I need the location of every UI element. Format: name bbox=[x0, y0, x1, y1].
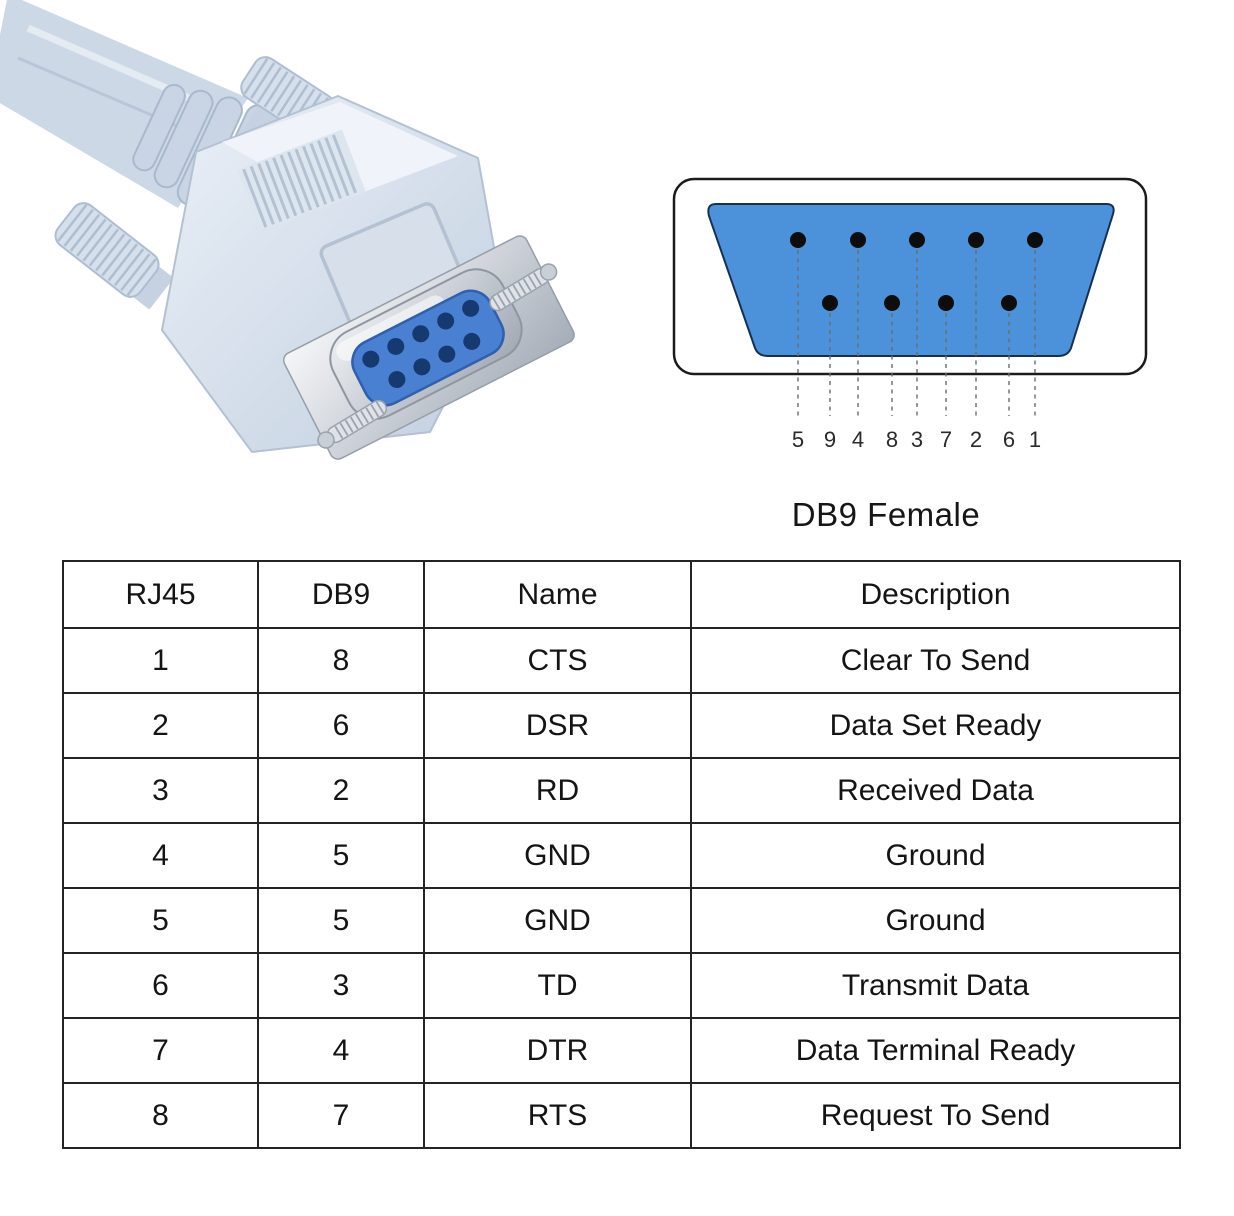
col-header-rj45: RJ45 bbox=[62, 560, 259, 629]
cell-description: Transmit Data bbox=[690, 952, 1181, 1019]
jack-screw-top bbox=[489, 263, 558, 312]
table-row: 7 4 DTR Data Terminal Ready bbox=[62, 1017, 1181, 1084]
cell-db9: 2 bbox=[257, 757, 425, 824]
cell-description: Data Set Ready bbox=[690, 692, 1181, 759]
cell-name: RTS bbox=[423, 1082, 692, 1149]
cell-rj45: 8 bbox=[62, 1082, 259, 1149]
cell-db9: 5 bbox=[257, 822, 425, 889]
db9-pinout-diagram: 5 9 4 8 3 7 2 6 1 bbox=[672, 177, 1148, 452]
pin-label: 9 bbox=[824, 427, 836, 452]
cell-rj45: 6 bbox=[62, 952, 259, 1019]
cell-description: Clear To Send bbox=[690, 627, 1181, 694]
pin-dot bbox=[1027, 232, 1043, 248]
table-body: 1 8 CTS Clear To Send 2 6 DSR Data Set R… bbox=[62, 627, 1181, 1149]
cell-name: GND bbox=[423, 887, 692, 954]
pin-label: 4 bbox=[852, 427, 864, 452]
table-row: 4 5 GND Ground bbox=[62, 822, 1181, 889]
cell-name: RD bbox=[423, 757, 692, 824]
cell-name: TD bbox=[423, 952, 692, 1019]
cell-name: GND bbox=[423, 822, 692, 889]
pin-label: 1 bbox=[1029, 427, 1041, 452]
table-row: 6 3 TD Transmit Data bbox=[62, 952, 1181, 1019]
col-header-name: Name bbox=[423, 560, 692, 629]
cable-photo bbox=[0, 0, 575, 460]
cell-description: Request To Send bbox=[690, 1082, 1181, 1149]
col-header-description: Description bbox=[690, 560, 1181, 629]
cell-name: DSR bbox=[423, 692, 692, 759]
cell-rj45: 5 bbox=[62, 887, 259, 954]
header-row: RJ45 DB9 Name Description bbox=[62, 560, 1181, 629]
cell-db9: 4 bbox=[257, 1017, 425, 1084]
pin-dot bbox=[968, 232, 984, 248]
table-row: 2 6 DSR Data Set Ready bbox=[62, 692, 1181, 759]
thumbscrew-knob-left bbox=[54, 202, 174, 310]
grip-ridges bbox=[237, 129, 366, 232]
cell-description: Data Terminal Ready bbox=[690, 1017, 1181, 1084]
pin-dot bbox=[790, 232, 806, 248]
pinout-table: RJ45 DB9 Name Description 1 8 CTS Clear … bbox=[62, 560, 1181, 1149]
pin-dot bbox=[909, 232, 925, 248]
cell-rj45: 7 bbox=[62, 1017, 259, 1084]
cell-db9: 8 bbox=[257, 627, 425, 694]
pin-label: 8 bbox=[886, 427, 898, 452]
cell-rj45: 3 bbox=[62, 757, 259, 824]
pin-dot bbox=[884, 295, 900, 311]
connector-face bbox=[707, 203, 1115, 357]
cell-name: DTR bbox=[423, 1017, 692, 1084]
cell-db9: 6 bbox=[257, 692, 425, 759]
cell-name: CTS bbox=[423, 627, 692, 694]
table-row: 8 7 RTS Request To Send bbox=[62, 1082, 1181, 1149]
pin-dot bbox=[938, 295, 954, 311]
cell-description: Received Data bbox=[690, 757, 1181, 824]
jack-screw-bottom bbox=[317, 399, 388, 449]
cell-db9: 3 bbox=[257, 952, 425, 1019]
cell-rj45: 4 bbox=[62, 822, 259, 889]
pin-dot bbox=[1001, 295, 1017, 311]
col-header-db9: DB9 bbox=[257, 560, 425, 629]
cell-description: Ground bbox=[690, 887, 1181, 954]
cell-rj45: 1 bbox=[62, 627, 259, 694]
db9-blue-insert bbox=[351, 289, 505, 407]
pin-label: 7 bbox=[940, 427, 952, 452]
table-row: 5 5 GND Ground bbox=[62, 887, 1181, 954]
cell-db9: 5 bbox=[257, 887, 425, 954]
diagram-title: DB9 Female bbox=[791, 496, 981, 533]
pin-dot bbox=[850, 232, 866, 248]
cell-db9: 7 bbox=[257, 1082, 425, 1149]
table-row: 3 2 RD Received Data bbox=[62, 757, 1181, 824]
pin-label: 3 bbox=[911, 427, 923, 452]
pin-label: 5 bbox=[792, 427, 804, 452]
cell-rj45: 2 bbox=[62, 692, 259, 759]
table-row: 1 8 CTS Clear To Send bbox=[62, 627, 1181, 694]
pin-label: 6 bbox=[1003, 427, 1015, 452]
cell-description: Ground bbox=[690, 822, 1181, 889]
pin-dot bbox=[822, 295, 838, 311]
table-header: RJ45 DB9 Name Description bbox=[62, 560, 1181, 629]
pin-label: 2 bbox=[970, 427, 982, 452]
